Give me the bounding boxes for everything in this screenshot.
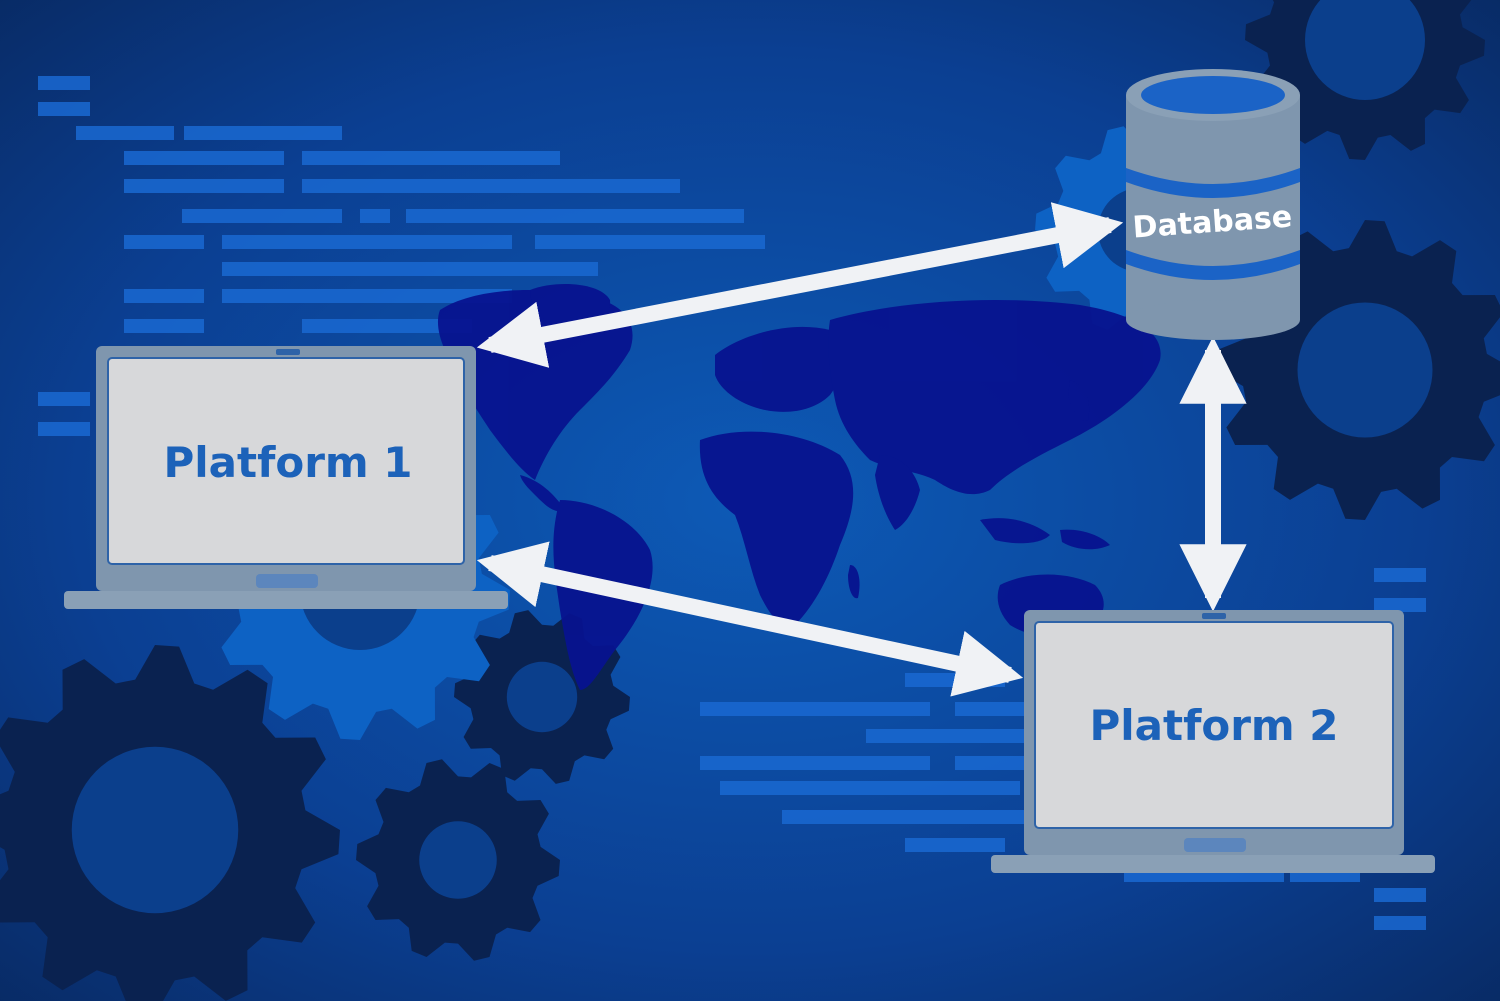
camera-icon <box>276 349 300 355</box>
code-bar <box>38 102 90 116</box>
code-bar <box>700 756 930 770</box>
laptop-base <box>64 591 508 609</box>
laptop-base <box>991 855 1435 873</box>
laptop-platform1: Platform 1 <box>64 346 508 609</box>
arrows <box>476 202 1247 697</box>
laptop-platform2: Platform 2 <box>991 610 1435 873</box>
code-bar <box>1374 916 1426 930</box>
code-bar <box>782 810 1032 824</box>
code-bar <box>184 126 342 140</box>
code-bar <box>302 319 472 333</box>
code-bar <box>124 179 284 193</box>
database-icon <box>1126 95 1300 320</box>
code-bar <box>124 319 204 333</box>
gear-icon <box>0 645 340 1001</box>
code-bar <box>905 838 1005 852</box>
code-bar <box>866 729 1026 743</box>
code-bar <box>955 702 1025 716</box>
touchpad <box>1184 838 1246 852</box>
arrow-platform1-platform2 <box>476 541 1024 697</box>
code-bar <box>76 126 174 140</box>
code-bar <box>360 209 390 223</box>
code-bar <box>535 235 765 249</box>
code-bar <box>124 151 284 165</box>
code-bar <box>124 235 204 249</box>
code-bar <box>222 289 512 303</box>
code-bar <box>38 392 90 406</box>
code-bar <box>302 151 560 165</box>
code-bar <box>38 76 90 90</box>
code-bar <box>406 209 744 223</box>
code-bar <box>720 781 1020 795</box>
code-bar <box>182 209 342 223</box>
arrow-platform1-database <box>476 202 1124 368</box>
gear-icon <box>356 759 560 961</box>
laptop-screen <box>107 357 465 565</box>
laptop-screen <box>1034 621 1394 829</box>
code-bar <box>302 179 680 193</box>
database-cylinder: Database <box>1126 69 1300 340</box>
code-bar <box>222 262 598 276</box>
code-bar <box>222 235 512 249</box>
code-bar <box>38 422 90 436</box>
camera-icon <box>1202 613 1226 619</box>
gear-icon <box>1245 0 1485 160</box>
code-bar <box>1374 888 1426 902</box>
code-bar <box>124 289 204 303</box>
code-bar <box>1374 598 1426 612</box>
code-bar <box>955 756 1025 770</box>
code-bar <box>700 702 930 716</box>
platform2-label: Platform 2 <box>1089 701 1338 750</box>
code-bar <box>1374 568 1426 582</box>
platform1-label: Platform 1 <box>163 438 412 487</box>
touchpad <box>256 574 318 588</box>
